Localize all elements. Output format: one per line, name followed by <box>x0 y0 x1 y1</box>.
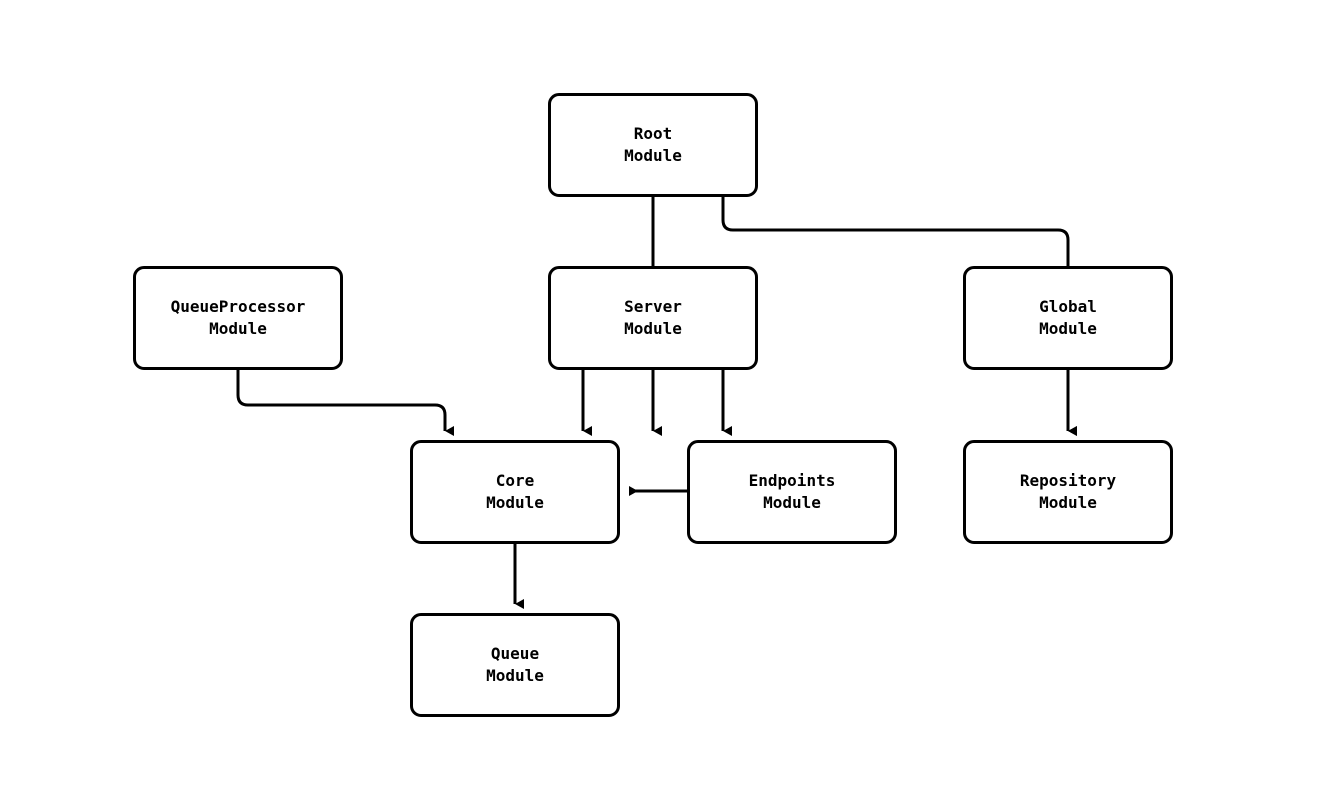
node-core-label-line2: Module <box>486 493 544 512</box>
node-endpoints-label-line2: Module <box>763 493 821 512</box>
node-queue[interactable]: Queue Module <box>410 613 620 717</box>
node-repository[interactable]: Repository Module <box>963 440 1173 544</box>
node-root-label-line2: Module <box>624 146 682 165</box>
node-server-label-line1: Server <box>624 297 682 316</box>
node-global[interactable]: Global Module <box>963 266 1173 370</box>
node-root-label-line1: Root <box>633 124 673 143</box>
node-queue-label-line2: Module <box>486 666 544 685</box>
edge-queueprocessor-to-core <box>236 370 454 436</box>
node-root[interactable]: Root Module <box>548 93 758 197</box>
node-repository-label-line1: Repository <box>1019 471 1117 490</box>
node-server[interactable]: Server Module <box>548 266 758 370</box>
node-global-label-line2: Module <box>1039 319 1097 338</box>
node-queue-label-line1: Queue <box>490 644 540 663</box>
node-core-label-line1: Core <box>495 471 535 490</box>
node-repository-label-line2: Module <box>1039 493 1097 512</box>
node-global-label-line1: Global <box>1039 297 1097 316</box>
node-queueprocessor[interactable]: QueueProcessor Module <box>133 266 343 370</box>
edge-root-to-global <box>721 197 1077 436</box>
node-endpoints[interactable]: Endpoints Module <box>687 440 897 544</box>
node-core[interactable]: Core Module <box>410 440 620 544</box>
node-server-label-line2: Module <box>624 319 682 338</box>
node-queueprocessor-label-line2: Module <box>209 319 267 338</box>
node-queueprocessor-label-line1: QueueProcessor <box>170 297 306 316</box>
node-endpoints-label-line1: Endpoints <box>748 471 836 490</box>
